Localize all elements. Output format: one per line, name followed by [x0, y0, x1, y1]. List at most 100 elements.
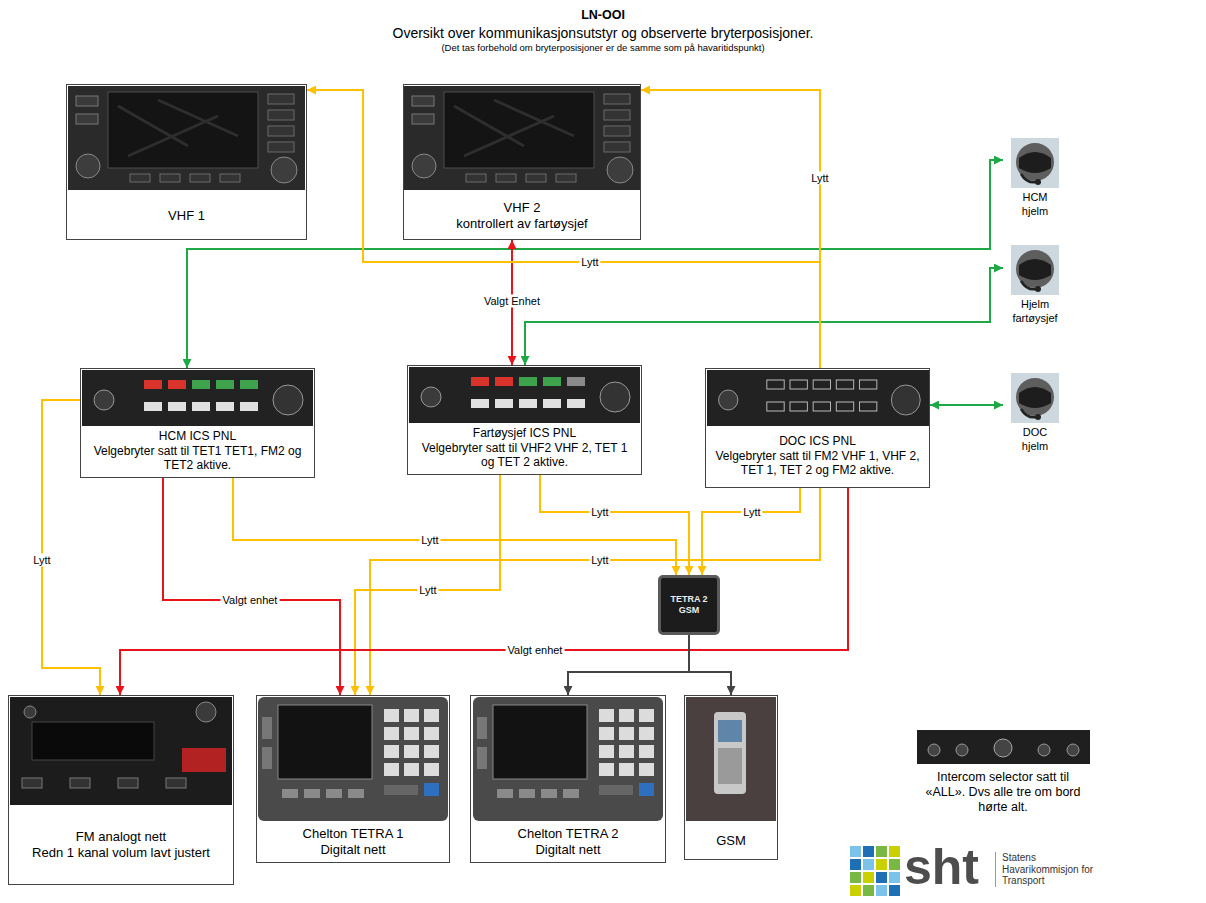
edge-label: Lytt	[809, 172, 830, 185]
signal-line	[163, 478, 340, 695]
photo-ground	[686, 697, 776, 821]
logo-square	[876, 885, 887, 896]
logo-square	[850, 846, 861, 857]
logo-square	[889, 885, 900, 896]
radio-box: VHF 2kontrollert av fartøysjef	[403, 84, 641, 240]
radio-knob	[196, 702, 216, 722]
node-text: TETRA 2 GSM	[664, 594, 714, 616]
text-area: TETRA 2 GSM	[661, 578, 717, 632]
panel-button	[543, 377, 561, 386]
radio-box: FM analogt nettRedn 1 kanal volum lavt j…	[8, 695, 234, 885]
signal-line	[120, 488, 848, 695]
logo-square	[850, 885, 861, 896]
text-area: Chelton TETRA 2Digitalt nett	[471, 824, 665, 862]
logo-text: sht	[904, 842, 979, 892]
node-text: Fartøysjef ICS PNL	[473, 426, 576, 440]
panel-button	[767, 402, 784, 411]
photo-space	[912, 728, 1094, 768]
node-text: Velgebryter satt til VHF2 VHF 2, TET 1 o…	[414, 441, 635, 470]
photo-space	[67, 85, 306, 195]
logo-square	[863, 885, 874, 896]
node-text: Digitalt nett	[535, 842, 600, 858]
panel-button	[144, 380, 162, 389]
edge-label: Lytt	[741, 506, 762, 519]
signal-line	[930, 404, 1003, 406]
panel-button	[567, 399, 585, 408]
ics-panel-picture	[707, 370, 930, 426]
node-text: Velgebryter satt til FM2 VHF 1, VHF 2, T…	[712, 449, 923, 478]
text-area: Fartøysjef ICS PNLVelgebryter satt til V…	[408, 424, 641, 474]
panel-button	[543, 399, 561, 408]
text-area: GSM	[685, 824, 777, 859]
selector-body	[917, 730, 1090, 764]
node-text: HCM hjelm	[1009, 191, 1061, 217]
node-text: Intercom selector satt til «ALL». Dvs al…	[918, 770, 1088, 815]
text-area: Hjelm fartøysjef	[1003, 296, 1067, 329]
edge-label: Lytt	[579, 256, 600, 269]
panel-button	[519, 377, 537, 386]
node-text: GSM	[716, 833, 746, 849]
text-area: Intercom selector satt til «ALL». Dvs al…	[912, 768, 1094, 819]
panel-button	[859, 380, 876, 389]
helmet-node: Hjelm fartøysjef	[1003, 244, 1067, 329]
panel-button	[168, 402, 186, 411]
tetra-radio-picture	[258, 697, 448, 821]
panel-button	[859, 402, 876, 411]
radio-button	[22, 778, 42, 788]
photo-space	[257, 696, 449, 824]
photo-space	[1003, 137, 1067, 189]
helmet-node: HCM hjelm	[1003, 137, 1067, 222]
panel-button	[216, 380, 234, 389]
selector-knob	[928, 744, 940, 756]
logo-square	[876, 859, 887, 870]
logo-square	[863, 859, 874, 870]
selector-switch: TETRA 2 GSM	[658, 575, 720, 635]
signal-line	[187, 160, 1003, 368]
edge-label: Lytt	[419, 534, 440, 547]
intercom-selector-picture	[917, 730, 1090, 764]
edge-label: Valgt enhet	[221, 594, 280, 607]
ics-panel-box: Fartøysjef ICS PNLVelgebryter satt til V…	[407, 365, 642, 475]
panel-button	[240, 402, 258, 411]
photo-space	[408, 366, 641, 424]
signal-line	[641, 90, 820, 368]
radio-body	[10, 697, 232, 805]
text-area: DOC hjelm	[1003, 424, 1067, 457]
helmet-picture	[1011, 245, 1059, 295]
panel-button	[836, 380, 853, 389]
logo-square	[876, 872, 887, 883]
node-text: Chelton TETRA 2	[518, 826, 619, 842]
photo-space	[81, 369, 314, 427]
connector-group	[42, 90, 1003, 695]
edge-label: Lytt	[589, 554, 610, 567]
panel-button	[240, 380, 258, 389]
signal-line	[525, 268, 1003, 365]
helmet-picture	[1011, 138, 1059, 188]
panel-button	[813, 380, 830, 389]
logo-squares	[850, 846, 900, 896]
node-text: HCM ICS PNL	[159, 429, 236, 443]
edge-label: Lytt	[31, 554, 52, 567]
node-text: kontrollert av fartøysjef	[456, 216, 588, 232]
signal-line	[355, 475, 500, 695]
signal-line	[702, 488, 800, 575]
radio-button	[118, 778, 138, 788]
panel-button	[495, 399, 513, 408]
node-text: Redn 1 kanal volum lavt justert	[32, 845, 210, 861]
logo-square	[889, 846, 900, 857]
panel-button	[790, 380, 807, 389]
edge-label: Lytt	[417, 584, 438, 597]
panel-button	[767, 380, 784, 389]
radio-display	[32, 722, 154, 760]
photo-space	[1003, 244, 1067, 296]
node-text: DOC ICS PNL	[779, 434, 856, 448]
radio-sticker	[182, 748, 226, 772]
selector-knob	[956, 744, 968, 756]
panel-button	[519, 399, 537, 408]
phone-box: GSM	[684, 695, 778, 860]
node-text: DOC hjelm	[1009, 426, 1061, 452]
photo-space	[685, 696, 777, 824]
photo-space	[471, 696, 665, 824]
panel-button	[144, 402, 162, 411]
logo-square	[876, 846, 887, 857]
